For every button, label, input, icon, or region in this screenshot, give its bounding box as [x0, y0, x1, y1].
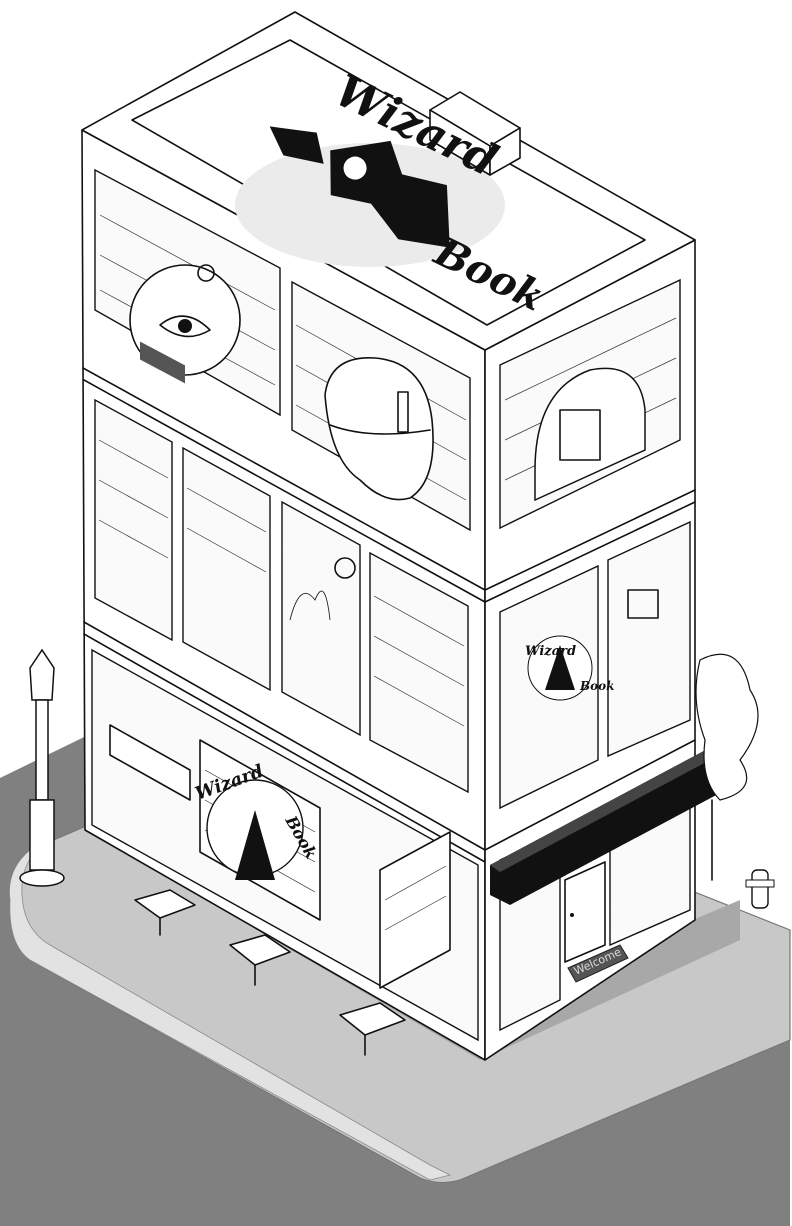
street-lamp: [19, 648, 65, 887]
side-middle-windows: Wizard Book: [499, 520, 691, 810]
side-logo-word1: Wizard: [525, 644, 576, 659]
floor-lines: [82, 367, 696, 863]
top-floor-window-left: [94, 168, 281, 417]
top-floor-window-right: [291, 280, 471, 532]
awning: [490, 745, 735, 905]
side-logo-word2: Book: [579, 679, 614, 693]
side-top-window: [499, 278, 681, 530]
cafe-tables: [134, 889, 406, 1056]
ground-floor-window: Wizard Book: [91, 648, 479, 1042]
middle-floor-windows: [94, 398, 469, 794]
tree: [695, 653, 759, 881]
fire-hydrant: [745, 869, 775, 909]
entrance-door[interactable]: [564, 861, 606, 963]
